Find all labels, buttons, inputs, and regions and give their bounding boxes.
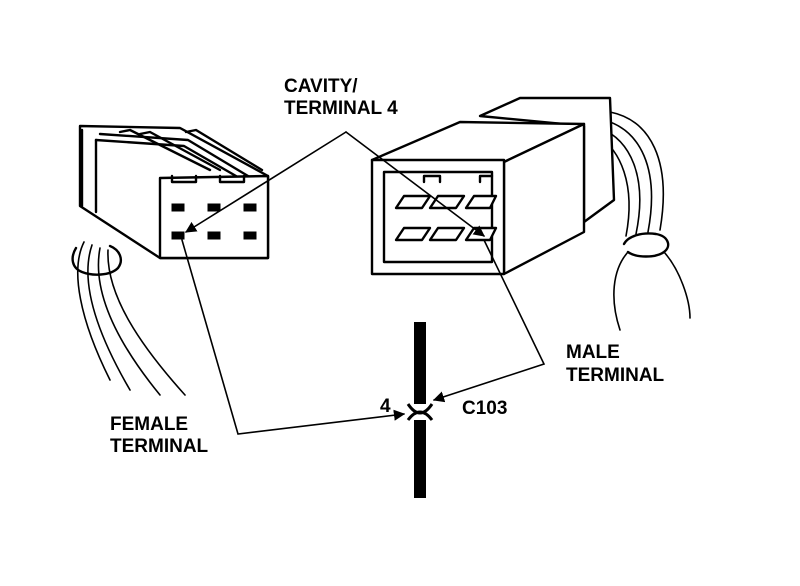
male-pin-4 [394, 226, 432, 242]
male-terminal-pointer [432, 239, 546, 403]
cavity-pointer-female [185, 131, 347, 233]
female-cavity-3 [243, 203, 257, 212]
pin-number-label: 4 [380, 396, 391, 417]
female-connector-wires [71, 241, 186, 396]
female-housing-latch [80, 128, 264, 214]
cavity-pointer-male [345, 131, 485, 237]
female-cavity-6 [243, 231, 257, 240]
female-cavity-5 [207, 231, 221, 240]
male-pin-5 [428, 226, 466, 242]
female-terminal-label-line2: TERMINAL [110, 436, 209, 457]
female-cavities [171, 203, 257, 240]
male-pins [394, 174, 498, 242]
pointer-lines [181, 131, 546, 435]
male-housing-shroud [382, 170, 494, 264]
female-terminal-label-line1: FEMALE [110, 414, 188, 435]
wire-segment-upper [414, 322, 426, 404]
labels: CAVITY/ TERMINAL 4 MALE TERMINAL FEMALE … [110, 76, 665, 457]
female-connector [71, 124, 270, 396]
male-connector [370, 96, 691, 331]
male-housing-face [370, 158, 506, 276]
female-cavity-1 [171, 203, 185, 212]
connector-id-label: C103 [462, 398, 507, 419]
female-housing-face [158, 174, 270, 260]
male-terminal-label-line2: TERMINAL [566, 365, 665, 386]
cavity-label-line2: TERMINAL 4 [284, 98, 398, 119]
wire-segment-lower [414, 420, 426, 498]
male-terminal-label-line1: MALE [566, 342, 620, 363]
female-cavity-2 [207, 203, 221, 212]
female-terminal-pointer [181, 239, 406, 435]
circuit-wire [406, 322, 434, 498]
female-cavity-4 [171, 231, 185, 240]
male-pin-3 [464, 194, 498, 210]
cavity-label-line1: CAVITY/ [284, 76, 358, 97]
